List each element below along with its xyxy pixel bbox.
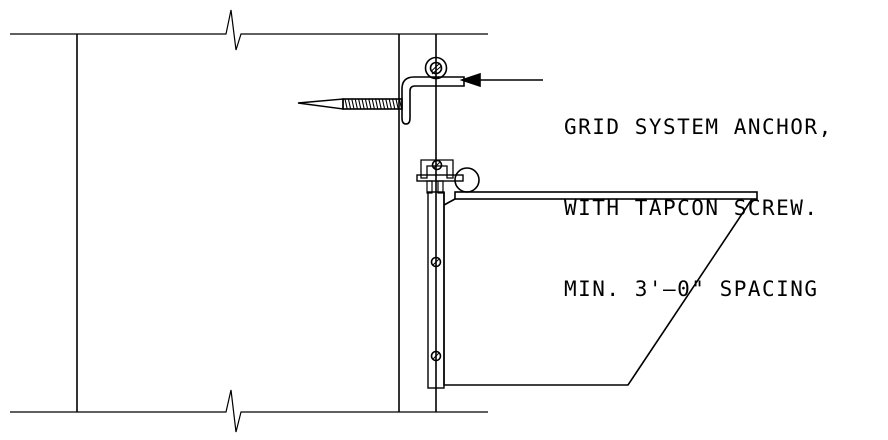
callout-line-1: GRID SYSTEM ANCHOR, <box>564 115 833 139</box>
gutter-profile <box>443 192 753 386</box>
callout-text: GRID SYSTEM ANCHOR, WITH TAPCON SCREW. M… <box>564 60 833 357</box>
gutter-top-lip <box>454 191 758 200</box>
grid-wire-inner <box>429 61 443 75</box>
callout-line-3: MIN. 3'—0" SPACING <box>564 277 819 301</box>
grid-anchor <box>401 56 465 125</box>
grid-wire-outer <box>424 56 448 80</box>
gutter-clip <box>416 159 480 194</box>
top-break-line <box>10 9 488 51</box>
callout-line-2: WITH TAPCON SCREW. <box>564 196 819 220</box>
bottom-break-line <box>10 389 488 433</box>
clip-bolt <box>431 159 443 171</box>
back-plate-screws <box>430 256 442 362</box>
tapcon-screw <box>297 98 403 110</box>
gutter-bead <box>454 167 480 193</box>
anchor-strap <box>401 76 465 125</box>
callout-leader <box>459 72 543 88</box>
gutter-body <box>443 191 758 386</box>
